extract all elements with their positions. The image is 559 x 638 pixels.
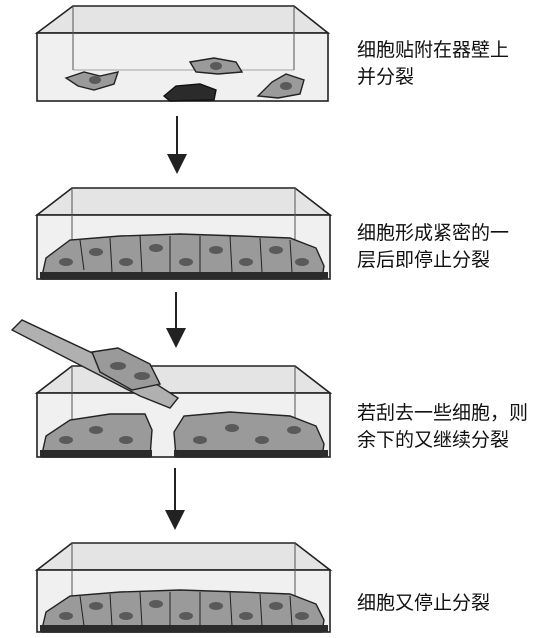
cell-monolayer (40, 233, 328, 280)
caption-line: 余下的又继续分裂 (357, 429, 510, 451)
cell-monolayer (40, 589, 328, 633)
dish-4 (34, 542, 333, 633)
cell-scraper (10, 319, 180, 409)
caption-line: 若刮去一些细胞，则 (357, 402, 529, 424)
caption-step-1: 细胞贴附在器壁上 并分裂 (357, 37, 509, 91)
cell-monolayer-left (40, 413, 153, 458)
cell-monolayer-right (173, 411, 328, 458)
caption-line: 并分裂 (357, 66, 415, 88)
caption-line: 层后即停止分裂 (357, 249, 491, 271)
caption-line: 细胞又停止分裂 (357, 592, 491, 614)
dish-2 (34, 187, 333, 280)
dish-3 (10, 319, 333, 458)
caption-step-4: 细胞又停止分裂 (357, 590, 490, 617)
caption-line: 细胞贴附在器壁上 (357, 39, 510, 61)
caption-step-3: 若刮去一些细胞，则 余下的又继续分裂 (357, 400, 528, 454)
dish-1 (34, 5, 331, 102)
scattered-cells (64, 57, 305, 102)
caption-line: 细胞形成紧密的一 (357, 222, 510, 244)
caption-step-2: 细胞形成紧密的一 层后即停止分裂 (357, 220, 509, 274)
